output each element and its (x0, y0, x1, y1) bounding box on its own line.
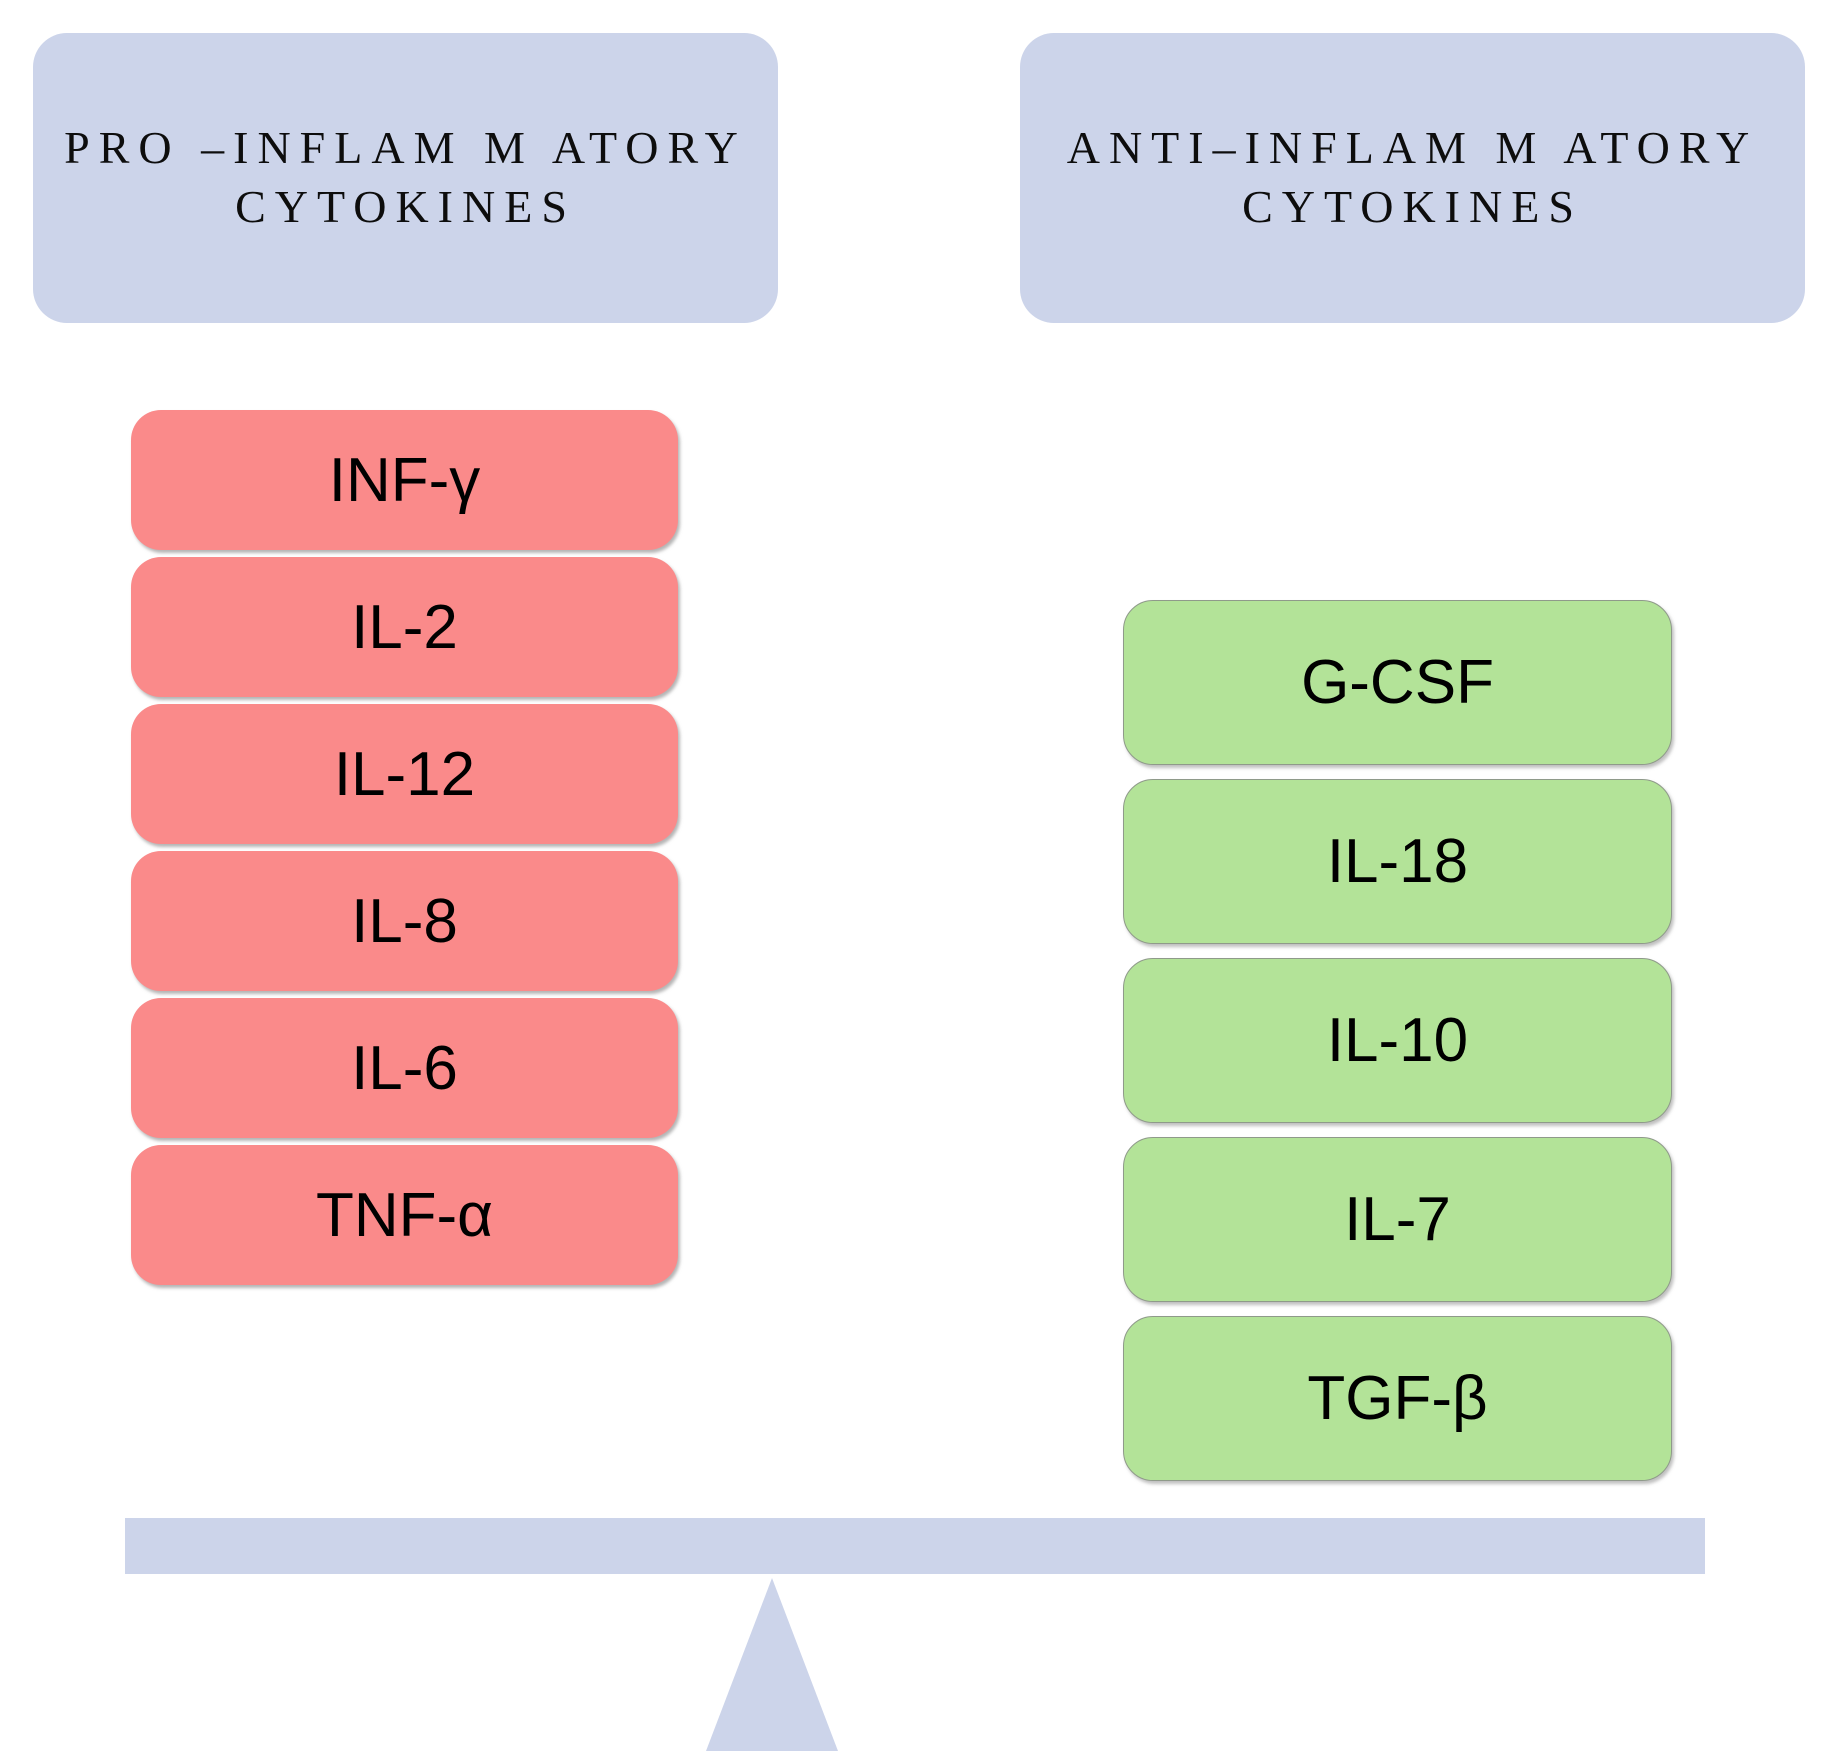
anti-cytokine-label: G-CSF (1301, 648, 1494, 717)
anti-cytokine-box-il-7[interactable]: IL-7 (1123, 1137, 1672, 1302)
fulcrum-triangle-icon (706, 1578, 838, 1751)
anti-cytokine-box-il-18[interactable]: IL-18 (1123, 779, 1672, 944)
header-panel-pro-inflammatory: PRO –INFLAM M ATORY CYTOKINES (33, 33, 778, 323)
pro-cytokine-label: IL-6 (351, 1033, 458, 1103)
header-panel-anti-inflammatory: ANTI–INFLAM M ATORY CYTOKINES (1020, 33, 1805, 323)
header-anti-inflammatory-label: ANTI–INFLAM M ATORY CYTOKINES (1066, 122, 1759, 232)
anti-cytokine-box-tgf-beta[interactable]: TGF-β (1123, 1316, 1672, 1481)
balance-beam (125, 1518, 1705, 1574)
pro-cytokine-label: INF-γ (328, 445, 481, 515)
header-pro-inflammatory-label: PRO –INFLAM M ATORY CYTOKINES (64, 122, 747, 232)
anti-cytokine-box-g-csf[interactable]: G-CSF (1123, 600, 1672, 765)
anti-cytokine-label: IL-7 (1344, 1185, 1451, 1254)
pro-cytokine-label: TNF-α (315, 1180, 493, 1250)
anti-cytokine-label: TGF-β (1307, 1364, 1488, 1433)
pro-cytokine-box-il-8[interactable]: IL-8 (131, 851, 678, 991)
pro-cytokine-box-il-12[interactable]: IL-12 (131, 704, 678, 844)
pro-cytokine-box-tnf-alpha[interactable]: TNF-α (131, 1145, 678, 1285)
anti-cytokine-label: IL-10 (1326, 1006, 1469, 1075)
pro-cytokine-box-inf-gamma[interactable]: INF-γ (131, 410, 678, 550)
pro-cytokine-label: IL-8 (351, 886, 458, 956)
anti-cytokine-box-il-10[interactable]: IL-10 (1123, 958, 1672, 1123)
pro-cytokine-box-il-6[interactable]: IL-6 (131, 998, 678, 1138)
pro-cytokine-label: IL-2 (351, 592, 458, 662)
anti-cytokine-label: IL-18 (1326, 827, 1469, 896)
pro-cytokine-label: IL-12 (333, 739, 476, 809)
pro-cytokine-box-il-2[interactable]: IL-2 (131, 557, 678, 697)
